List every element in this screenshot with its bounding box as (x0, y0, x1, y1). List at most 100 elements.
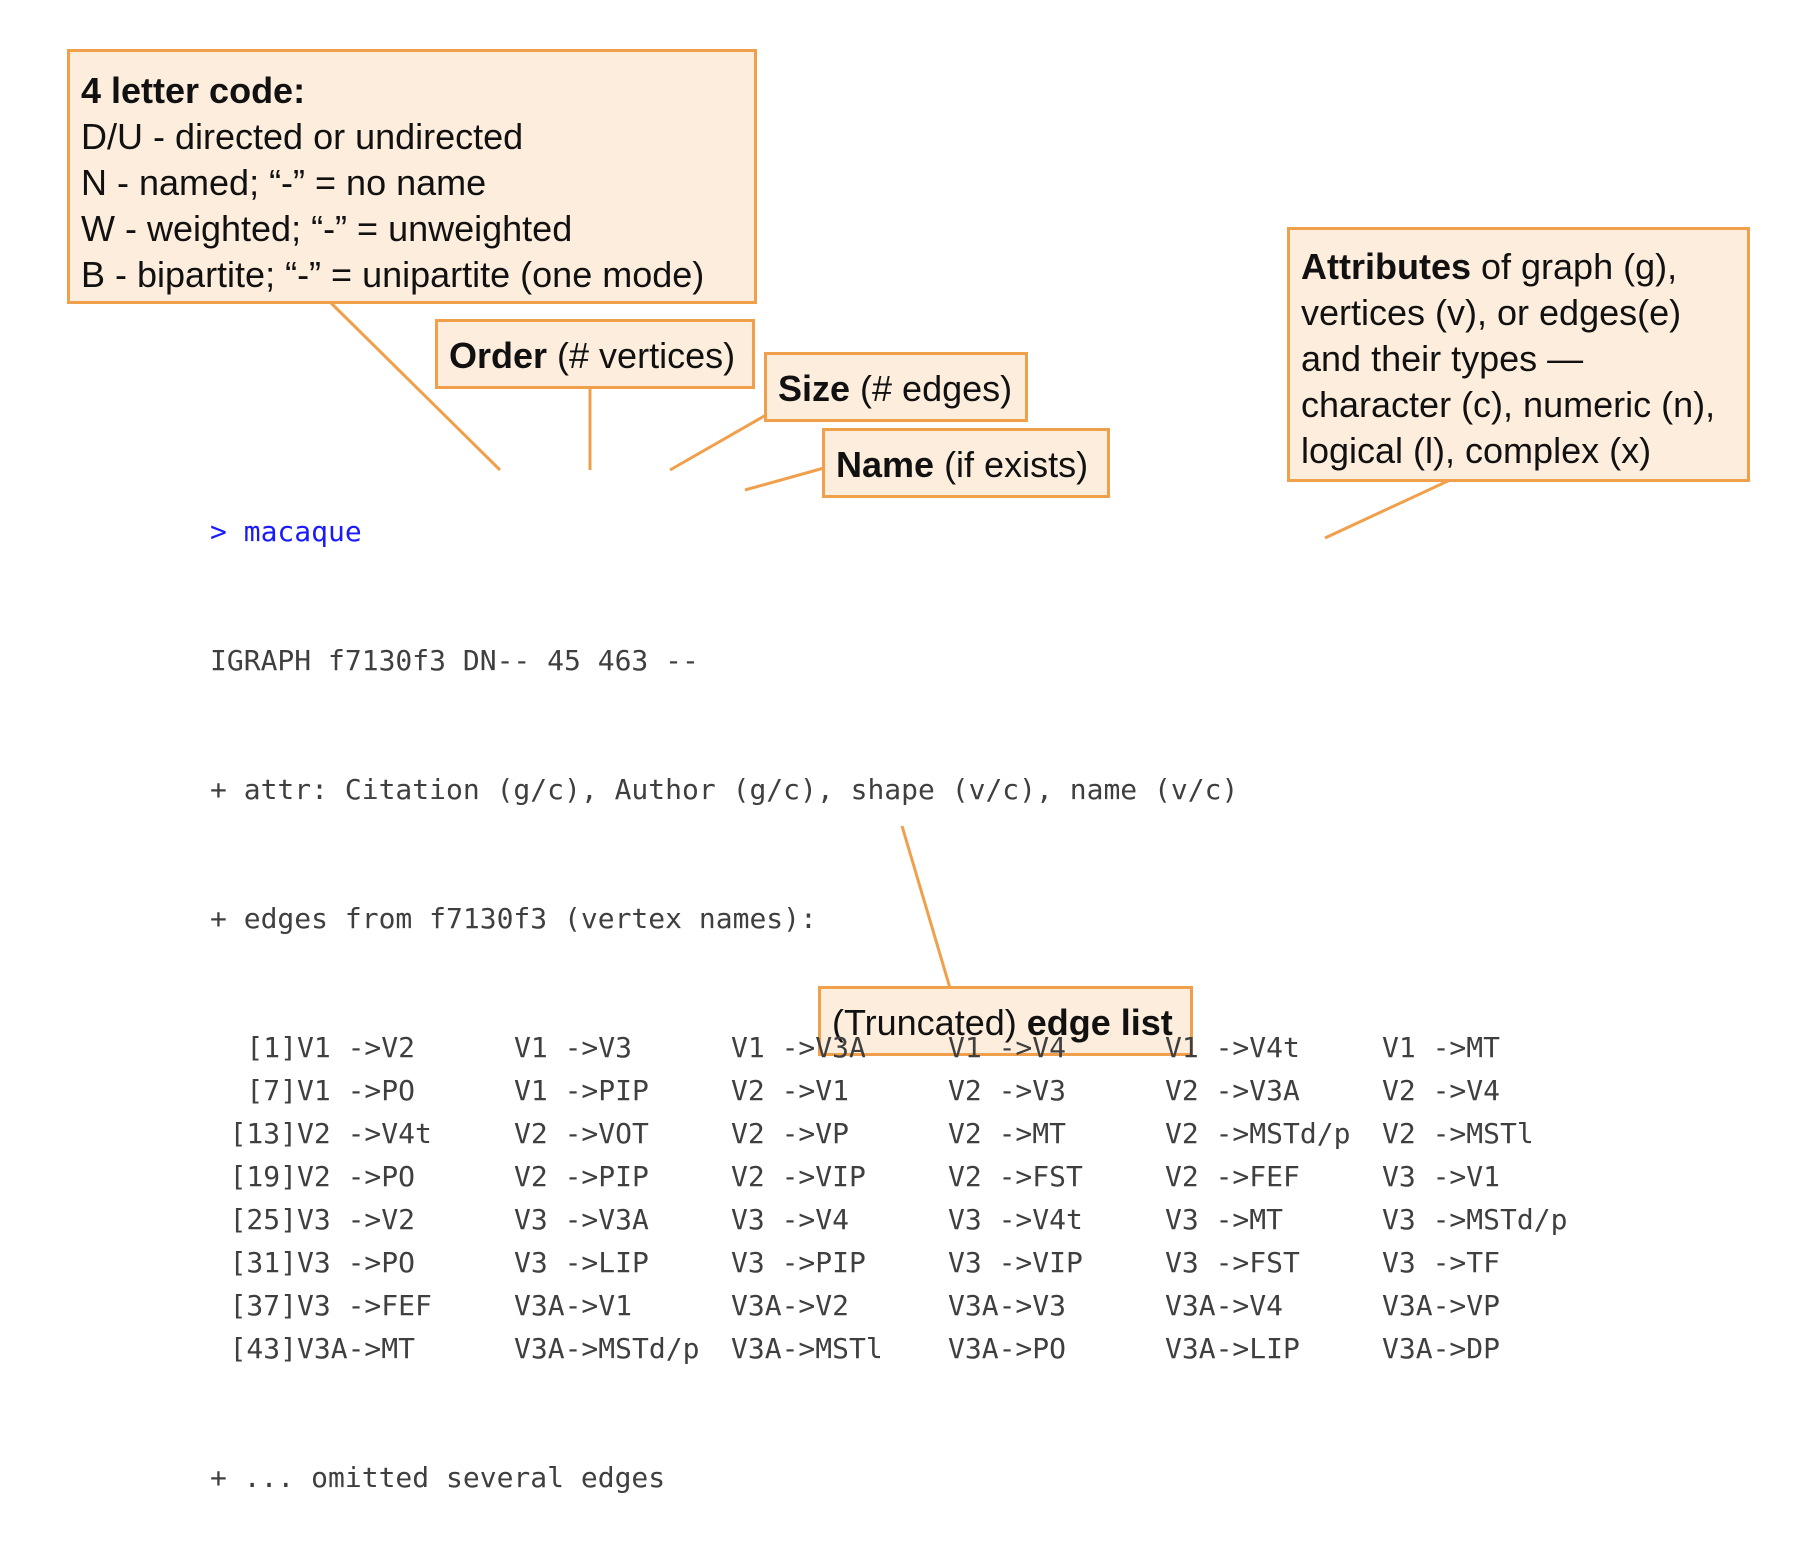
attr-line: + attr: Citation (g/c), Author (g/c), sh… (210, 773, 1239, 806)
edge-entry: V2 ->PO (297, 1160, 416, 1193)
edge-entry: V3A->LIP (1165, 1332, 1300, 1365)
edge-entry: V2 ->VIP (731, 1160, 866, 1193)
edge-entry: V1 ->V3A (731, 1031, 866, 1064)
edge-entry: V1 ->MT (1382, 1031, 1501, 1064)
edge-row: [25]V3 ->V2 V3 ->V3A V3 ->V4 V3 ->V4t V3 ->M… (210, 1198, 1599, 1241)
callout-attributes-first: of graph (g), (1471, 246, 1678, 287)
edge-entry: V3 ->PIP (731, 1246, 866, 1279)
edge-entry: V2 ->V4 (1382, 1074, 1501, 1107)
callout-attributes-bold: Attributes (1301, 246, 1471, 287)
connector-attributes (1324, 478, 1451, 540)
callout-size: Size (# edges) (764, 352, 1028, 422)
edge-row: [31]V3 ->PO V3 ->LIP V3 ->PIP V3 ->VIP V3 ->… (210, 1241, 1599, 1284)
edge-entry: V3 ->TF (1382, 1246, 1501, 1279)
callout-attributes-line: and their types — (1301, 338, 1584, 379)
edge-entry: V3A->V2 (731, 1289, 850, 1322)
edge-entry: V3A->MSTl (731, 1332, 883, 1365)
edge-entry: V2 ->VP (731, 1117, 850, 1150)
edge-entry: V3 ->V1 (1382, 1160, 1501, 1193)
callout-edges-plain: (Truncated) (832, 1002, 1027, 1043)
edge-entry: V3A->DP (1382, 1332, 1501, 1365)
edge-entry: V3A->VP (1382, 1289, 1501, 1322)
edge-row: [7]V1 ->PO V1 ->PIP V2 ->V1 V2 ->V3 V2 ->V3A… (210, 1069, 1599, 1112)
edge-entry: V2 ->FEF (1165, 1160, 1300, 1193)
callout-order-rest: (# vertices) (547, 335, 736, 376)
callout-attributes-line: vertices (v), or edges(e) (1301, 292, 1682, 333)
edge-entry: V3 ->FST (1165, 1246, 1300, 1279)
r-console-output: > macaque IGRAPH f7130f3 DN-- 45 463 -- … (210, 424, 1599, 1542)
edge-row-index: [13] (229, 1117, 297, 1150)
edge-entry: V3A->V1 (514, 1289, 633, 1322)
edge-row: [13]V2 ->V4t V2 ->VOT V2 ->VP V2 ->MT V2 ->M… (210, 1112, 1599, 1155)
edge-row-index: [31] (229, 1246, 297, 1279)
edge-entry: V1 ->V3 (514, 1031, 633, 1064)
edge-entry: V3 ->MSTd/p (1382, 1203, 1568, 1236)
edge-entry: V1 ->PIP (514, 1074, 649, 1107)
callout-edge-list: (Truncated) edge list (818, 986, 1193, 1056)
edge-row-index: [43] (229, 1332, 297, 1365)
connector-code (328, 300, 502, 472)
callout-size-bold: Size (778, 368, 851, 409)
connector-edgelist (900, 825, 952, 989)
edge-entry: V2 ->V3 (948, 1074, 1067, 1107)
edge-entry: V1 ->V4 (948, 1031, 1067, 1064)
callout-size-rest: (# edges) (850, 368, 1013, 409)
edge-row: [1]V1 ->V2 V1 ->V3 V1 ->V3A V1 ->V4 V1 ->V4t… (210, 1026, 1599, 1069)
omitted-line: + ... omitted several edges (210, 1461, 666, 1494)
callout-code-line: N - named; “-” = no name (81, 162, 487, 203)
edge-entry: V3A->PO (948, 1332, 1067, 1365)
edge-entry: V3A->MSTd/p (514, 1332, 700, 1365)
edge-row-index: [19] (229, 1160, 297, 1193)
edge-entry: V1 ->V2 (297, 1031, 416, 1064)
edge-entry: V3A->MT (297, 1332, 416, 1365)
edge-entry: V2 ->V4t (297, 1117, 432, 1150)
edge-row: [43]V3A->MT V3A->MSTd/p V3A->MSTl V3A->PO V3… (210, 1327, 1599, 1370)
prompt-line: > macaque (210, 515, 362, 548)
edge-entry: V1 ->V4t (1165, 1031, 1300, 1064)
callout-attributes: Attributes of graph (g), vertices (v), o… (1287, 227, 1750, 482)
callout-code-line: D/U - directed or undirected (81, 116, 524, 157)
callout-code-title: 4 letter code: (81, 70, 306, 111)
callout-code-line: W - weighted; “-” = unweighted (81, 208, 573, 249)
edge-entry: V3 ->V4t (948, 1203, 1083, 1236)
edge-entry: V3 ->VIP (948, 1246, 1083, 1279)
edge-list: [1]V1 ->V2 V1 ->V3 V1 ->V3A V1 ->V4 V1 ->V4t… (210, 1026, 1599, 1370)
connector-name (744, 466, 825, 492)
callout-letter-code: 4 letter code: D/U - directed or undirec… (67, 49, 757, 304)
edge-entry: V2 ->MSTl (1382, 1117, 1534, 1150)
edge-row-index: [7] (246, 1074, 297, 1107)
edge-entry: V3 ->V4 (731, 1203, 850, 1236)
edge-entry: V2 ->V1 (731, 1074, 850, 1107)
edge-row: [19]V2 ->PO V2 ->PIP V2 ->VIP V2 ->FST V2 ->… (210, 1155, 1599, 1198)
callout-attributes-line: logical (l), complex (x) (1301, 430, 1652, 471)
callout-code-line: B - bipartite; “-” = unipartite (one mod… (81, 254, 705, 295)
callout-edges-bold: edge list (1026, 1002, 1173, 1043)
callout-order-bold: Order (449, 335, 548, 376)
callout-name-rest: (if exists) (934, 444, 1089, 485)
edge-entry: V3 ->PO (297, 1246, 416, 1279)
edge-entry: V3 ->V3A (514, 1203, 649, 1236)
edge-row-index: [37] (229, 1289, 297, 1322)
edge-row-index: [25] (229, 1203, 297, 1236)
edge-entry: V3 ->V2 (297, 1203, 416, 1236)
callout-attributes-line: character (c), numeric (n), (1301, 384, 1716, 425)
edge-entry: V2 ->VOT (514, 1117, 649, 1150)
edge-entry: V1 ->PO (297, 1074, 416, 1107)
edge-entry: V3 ->LIP (514, 1246, 649, 1279)
edge-entry: V2 ->V3A (1165, 1074, 1300, 1107)
callout-name: Name (if exists) (822, 428, 1110, 498)
edge-entry: V2 ->MSTd/p (1165, 1117, 1351, 1150)
edge-row-index: [1] (246, 1031, 297, 1064)
igraph-header-line: IGRAPH f7130f3 DN-- 45 463 -- (210, 644, 699, 677)
callout-name-bold: Name (836, 444, 935, 485)
edge-entry: V2 ->FST (948, 1160, 1083, 1193)
edge-entry: V2 ->MT (948, 1117, 1067, 1150)
callout-order: Order (# vertices) (435, 319, 755, 389)
connector-size (669, 413, 767, 472)
edges-header-line: + edges from f7130f3 (vertex names): (210, 902, 817, 935)
edge-entry: V3 ->MT (1165, 1203, 1284, 1236)
edge-entry: V3A->V4 (1165, 1289, 1284, 1322)
edge-entry: V2 ->PIP (514, 1160, 649, 1193)
connector-lines (328, 300, 1451, 989)
